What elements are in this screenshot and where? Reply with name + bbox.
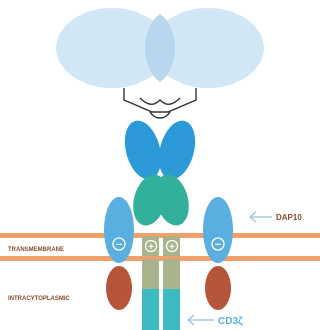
dap10-label: DAP10 <box>276 213 302 222</box>
negative-charge-left: − <box>116 239 122 251</box>
linker <box>124 88 196 118</box>
cd3z-stalk-upper-right <box>163 259 180 289</box>
cd3z-stalk-lower-right <box>163 289 180 330</box>
dap10-body-left <box>104 197 134 263</box>
positive-charge-left: + <box>148 242 154 253</box>
receptor-domain-blue-right <box>153 117 201 184</box>
negative-charge-right: − <box>215 239 221 251</box>
positive-charge-right: + <box>169 242 175 253</box>
membrane-line-top <box>0 233 320 238</box>
intracytoplasmic-label: INTRACYTOPLASMIC <box>8 296 71 302</box>
dap10-tail-left <box>106 266 132 310</box>
cd3z-stalk-upper-left <box>142 259 159 289</box>
cd3z-label: CD3ζ <box>218 316 243 327</box>
membrane-line-bottom <box>0 256 320 261</box>
dap10-arrow <box>250 212 272 222</box>
dap10-tail-right <box>205 266 231 310</box>
cd3z-arrow <box>188 315 214 325</box>
transmembrane-label: TRANSMEMBRANE <box>8 247 64 253</box>
dap10-body-right <box>203 197 233 263</box>
cd3z-stalk-lower-left <box>142 289 159 330</box>
